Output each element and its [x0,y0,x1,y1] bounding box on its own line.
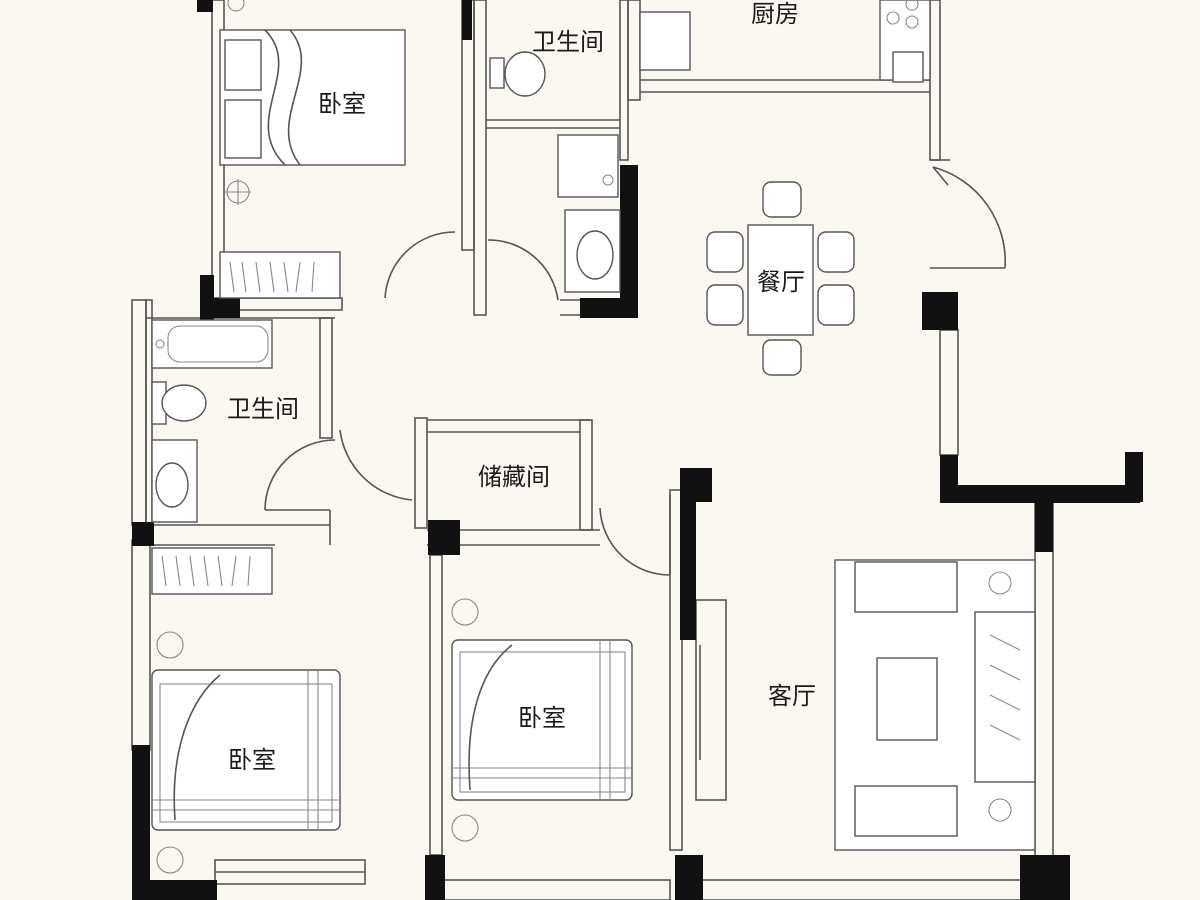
doors [264,166,1007,576]
dining-table [706,181,855,376]
bathtub-left [151,319,273,369]
room-labels: 卧室 卫生间 厨房 餐厅 卫生间 储藏间 卧室 卧室 客厅 [227,0,816,774]
basin-left [151,439,198,523]
bed-bottom-mid [451,598,633,842]
label-bedroom-top: 卧室 [318,90,366,118]
solid-walls [132,0,1143,900]
label-living: 客厅 [768,682,816,710]
toilet-left [151,381,207,425]
bed-top [219,0,406,205]
furniture [151,0,1036,874]
shower-top [557,134,619,198]
label-storage: 储藏间 [478,463,550,491]
label-bathroom-left: 卫生间 [227,395,299,423]
bed-bottom-left [151,631,341,874]
basin-top [564,209,621,293]
toilet-top [489,51,546,97]
label-bedroom-bottom-mid: 卧室 [518,704,566,732]
label-dining: 餐厅 [757,268,805,296]
kitchen-counter [639,0,931,83]
wardrobe-bottom-left [151,547,273,595]
wardrobe-top [219,251,341,299]
label-bathroom-top: 卫生间 [532,28,604,56]
label-kitchen: 厨房 [751,0,799,28]
sofa-set [834,559,1036,851]
wall-lines [131,0,1054,900]
label-bedroom-bottom-left: 卧室 [228,746,276,774]
